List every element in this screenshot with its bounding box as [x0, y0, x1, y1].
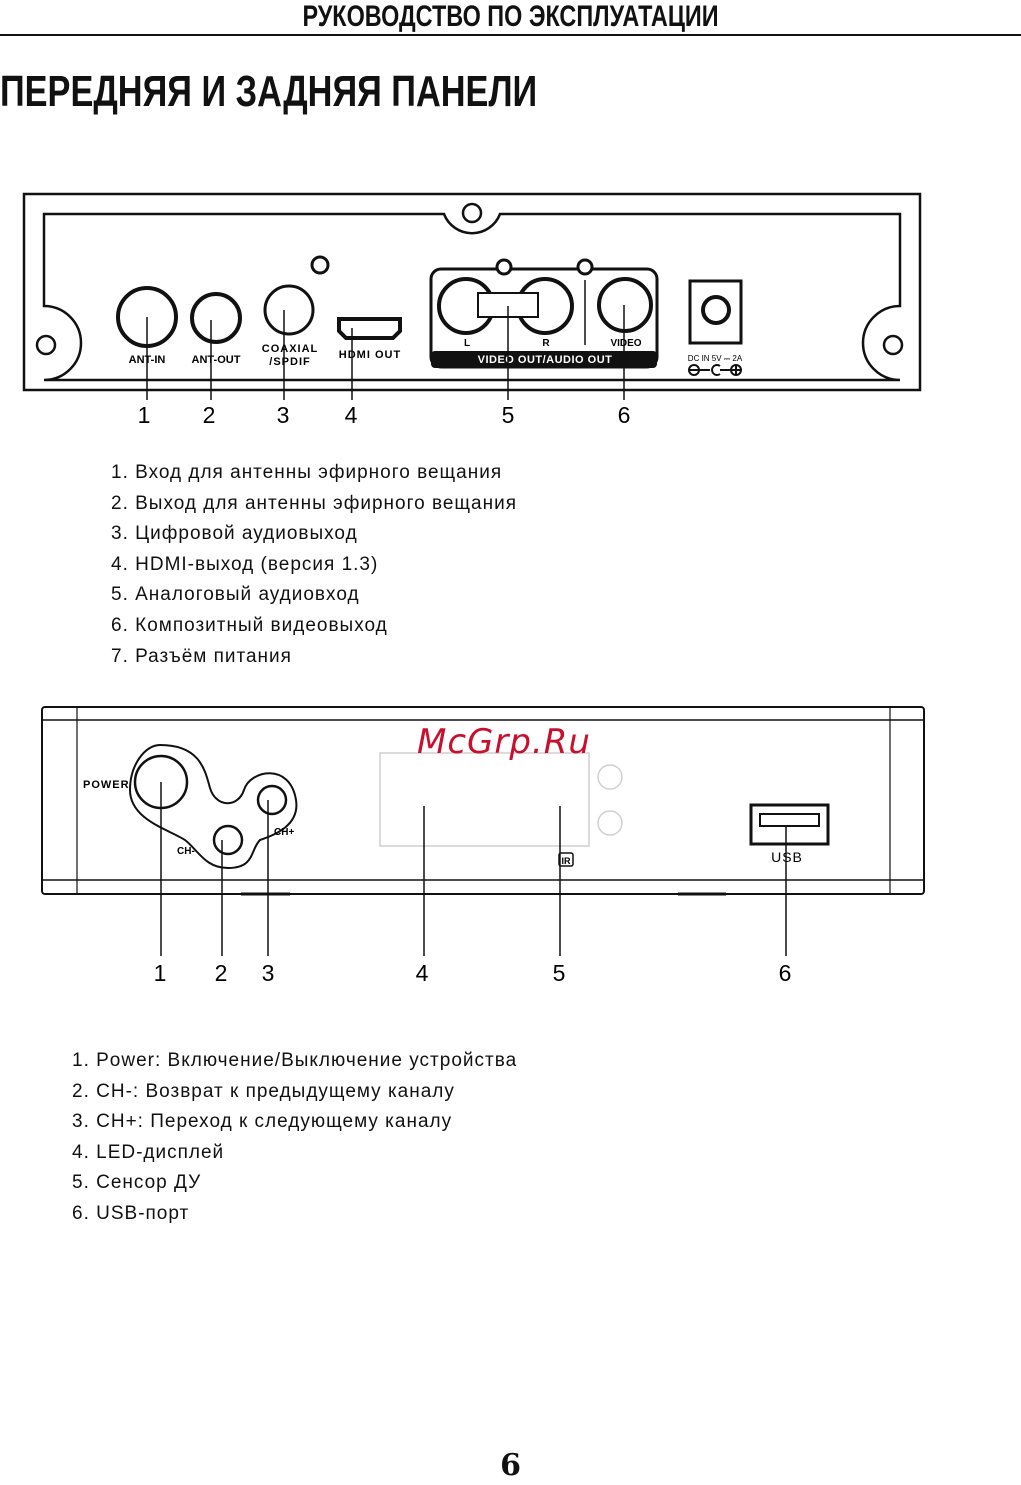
list-item: 7. Разъём питания	[111, 645, 292, 667]
back-panel-diagram: ANT-IN ANT-OUT COAXIAL /SPDIF HDMI OUT L…	[22, 192, 922, 428]
video-connector-icon	[597, 277, 653, 333]
hdmi-label: HDMI OUT	[339, 349, 401, 361]
front-callout-1: 1	[154, 960, 167, 986]
header-rule	[0, 34, 1021, 36]
back-callout-5: 5	[502, 402, 515, 428]
usb-label: USB	[771, 849, 803, 865]
section-title: ПЕРЕДНЯЯ И ЗАДНЯЯ ПАНЕЛИ	[0, 67, 538, 116]
dc-jack-outline	[688, 279, 743, 345]
front-callout-6: 6	[779, 960, 792, 986]
front-case-outline	[41, 706, 925, 895]
list-item: 6. Композитный видеовыход	[111, 614, 388, 636]
back-inner-panel	[42, 212, 902, 382]
video-label: VIDEO	[610, 338, 641, 349]
ch-minus-button-icon	[212, 824, 244, 856]
list-item: 5. Сенсор ДУ	[72, 1172, 202, 1194]
hdmi-connector-icon	[337, 317, 402, 340]
back-callout-4: 4	[345, 402, 358, 428]
left-screw-icon	[35, 334, 57, 356]
back-callout-3: 3	[277, 402, 290, 428]
av-screw-left-icon	[495, 258, 513, 276]
indicator-led-icon	[597, 764, 623, 790]
manual-title: РУКОВОДСТВО ПО ЭКСПЛУАТАЦИИ	[302, 0, 719, 33]
ch-plus-label: CH+	[274, 827, 294, 838]
back-callout-2: 2	[203, 402, 216, 428]
av-band-label: VIDEO OUT/AUDIO OUT	[478, 354, 613, 366]
back-case-outline	[22, 192, 922, 392]
ant-out-connector-icon	[190, 292, 242, 344]
front-callout-5: 5	[553, 960, 566, 986]
av-band	[431, 351, 657, 368]
back-panel-list: 1. Вход для антенны эфирного вещания 2. …	[111, 458, 517, 672]
indicator-led-icon	[597, 810, 623, 836]
list-item: 1. Вход для антенны эфирного вещания	[111, 462, 503, 483]
ir-sensor-icon	[558, 852, 574, 867]
back-callout-1: 1	[138, 402, 151, 428]
list-item: 4. LED-дисплей	[72, 1141, 225, 1163]
ch-minus-label: CH-	[177, 846, 195, 857]
front-callout-2: 2	[215, 960, 228, 986]
coaxial-connector-icon	[263, 284, 315, 336]
list-item: 6. USB-порт	[72, 1202, 190, 1224]
list-item: 3. CH+: Переход к следующему каналу	[72, 1111, 453, 1133]
av-screw-right-icon	[576, 258, 594, 276]
watermark: McGrp.Ru	[417, 722, 591, 762]
spdif-label: /SPDIF	[269, 356, 310, 368]
indicator-hole-icon	[310, 255, 330, 275]
page-header: РУКОВОДСТВО ПО ЭКСПЛУАТАЦИИ	[0, 0, 1021, 36]
back-callout-6: 6	[618, 402, 631, 428]
dc-in-label: DC IN 5V ⎓ 2A	[688, 354, 743, 363]
audio-r-label: R	[542, 338, 550, 349]
list-item: 1. Power: Включение/Выключение устройств…	[72, 1050, 518, 1071]
coaxial-label: COAXIAL	[262, 343, 319, 355]
power-label: POWER	[83, 779, 130, 791]
top-screw-icon	[461, 202, 483, 224]
front-panel-diagram: IR USB POWER CH- CH+ 1 2 3 4 5 6	[41, 706, 925, 986]
ir-label: IR	[562, 856, 572, 866]
right-screw-icon	[882, 334, 904, 356]
usb-port-icon	[749, 803, 830, 846]
front-callout-4: 4	[416, 960, 429, 986]
dc-jack-icon	[701, 295, 731, 325]
front-panel-list: 1. Power: Включение/Выключение устройств…	[72, 1046, 517, 1230]
ch-plus-button-icon	[256, 784, 288, 816]
audio-l-label: L	[464, 338, 470, 349]
led-display-window	[379, 752, 590, 847]
list-item: 5. Аналоговый аудиовход	[111, 584, 360, 606]
ant-out-label: ANT-OUT	[192, 354, 241, 366]
polarity-icon	[688, 364, 742, 376]
page-number: 6	[500, 1448, 521, 1483]
list-item: 4. HDMI-выход (версия 1.3)	[111, 553, 379, 575]
list-item: 2. CH-: Возврат к предыдущему каналу	[72, 1080, 455, 1102]
front-callout-3: 3	[262, 960, 275, 986]
button-cluster-outline	[128, 743, 298, 870]
list-item: 2. Выход для антенны эфирного вещания	[111, 492, 517, 514]
list-item: 3. Цифровой аудиовыход	[111, 523, 358, 545]
